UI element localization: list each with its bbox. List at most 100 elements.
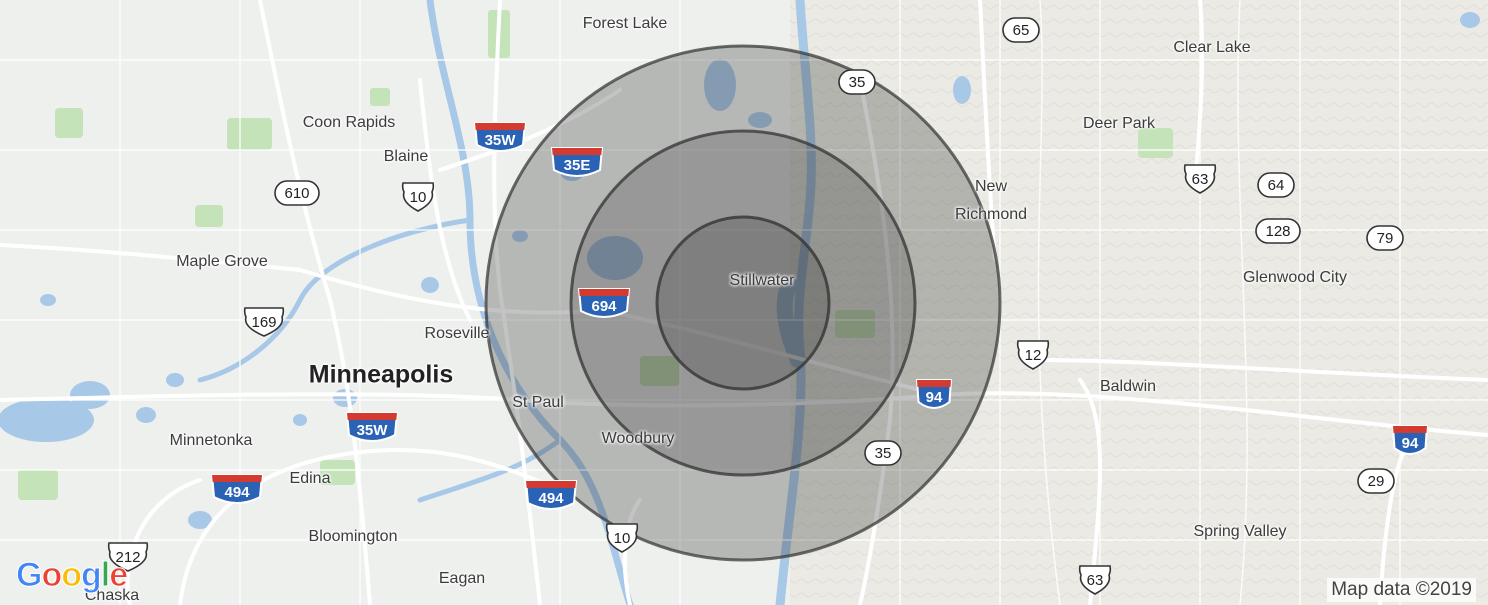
state-route-shield: 128 xyxy=(1254,217,1302,245)
us-route-shield-icon: 63 xyxy=(1183,164,1217,194)
place-label: Blaine xyxy=(384,148,428,166)
place-edina: Edina xyxy=(289,470,331,487)
shield-label: 10 xyxy=(614,530,631,547)
water-bodies xyxy=(0,12,1480,529)
google-logo-letter: G xyxy=(15,556,42,595)
state-route-shield-icon: 610 xyxy=(274,180,320,206)
us-route-shield-icon: 169 xyxy=(243,307,285,337)
place-label: Edina xyxy=(290,470,331,488)
shield-label: 35E xyxy=(564,157,591,174)
place-label: Minnetonka xyxy=(170,432,253,450)
place-label: St Paul xyxy=(512,394,564,412)
shield-label: 35W xyxy=(485,132,517,149)
shield-label: 94 xyxy=(926,389,943,406)
place-label: Stillwater xyxy=(730,272,795,290)
place-st-paul: St Paul xyxy=(512,394,564,411)
google-logo-letter: l xyxy=(100,556,111,595)
us-route-shield: 169 xyxy=(240,305,288,339)
interstate-shield: 494 xyxy=(523,479,579,513)
shield-label: 64 xyxy=(1268,177,1285,194)
place-coon-rapids: Coon Rapids xyxy=(302,114,396,131)
interstate-shield: 35W xyxy=(472,121,528,155)
interstate-shield-icon: 694 xyxy=(577,288,631,318)
shield-label: 35 xyxy=(875,445,892,462)
place-chaska: Chaska xyxy=(84,587,140,604)
interstate-shield: 94 xyxy=(1390,424,1430,458)
place-label: Glenwood City xyxy=(1243,269,1347,287)
place-label: Spring Valley xyxy=(1193,523,1286,541)
place-richmond: Richmond xyxy=(954,206,1028,223)
state-route-shield-icon: 65 xyxy=(1002,17,1040,43)
shield-label: 94 xyxy=(1402,435,1419,452)
ring-outer xyxy=(484,44,1002,562)
shield-label: 79 xyxy=(1377,230,1394,247)
place-deer-park: Deer Park xyxy=(1082,115,1156,132)
state-route-shield-icon: 64 xyxy=(1257,172,1295,198)
place-new: New xyxy=(974,178,1008,195)
us-route-shield-icon: 63 xyxy=(1078,565,1112,595)
state-route-shield: 35 xyxy=(863,439,903,467)
shield-label: 212 xyxy=(115,549,140,566)
interstate-shield-icon: 494 xyxy=(210,474,264,504)
shield-label: 65 xyxy=(1013,22,1030,39)
place-label: Eagan xyxy=(439,570,485,588)
place-label: Chaska xyxy=(85,587,139,605)
google-logo-letter: g xyxy=(81,556,103,595)
interstate-shield-icon: 35W xyxy=(473,122,527,152)
place-clear-lake: Clear Lake xyxy=(1173,39,1251,56)
state-route-shield: 64 xyxy=(1256,171,1296,199)
interstate-shield-icon: 94 xyxy=(915,379,953,409)
state-route-shield: 610 xyxy=(273,179,321,207)
interstate-shield-icon: 94 xyxy=(1391,425,1429,455)
interstate-shield: 694 xyxy=(576,287,632,321)
shield-label: 29 xyxy=(1368,473,1385,490)
ring-middle xyxy=(569,129,917,477)
us-route-shield: 10 xyxy=(398,180,438,214)
place-spring-valley: Spring Valley xyxy=(1193,523,1287,540)
shield-label: 169 xyxy=(251,314,276,331)
shield-label: 35 xyxy=(849,74,866,91)
shield-label: 35W xyxy=(357,422,389,439)
place-label: Woodbury xyxy=(602,430,675,448)
place-baldwin: Baldwin xyxy=(1099,378,1157,395)
google-logo-letter: e xyxy=(109,556,129,595)
state-route-shield: 35 xyxy=(837,68,877,96)
interstate-shield: 494 xyxy=(209,473,265,507)
google-logo[interactable]: Google xyxy=(15,556,129,595)
place-label: Coon Rapids xyxy=(303,114,396,132)
place-bloomington: Bloomington xyxy=(308,528,398,545)
interstate-shield: 35W xyxy=(344,411,400,445)
place-label: Forest Lake xyxy=(583,15,667,33)
us-route-shield-icon: 10 xyxy=(605,523,639,553)
shield-label: 63 xyxy=(1192,171,1209,188)
state-route-shield-icon: 35 xyxy=(838,69,876,95)
us-route-shield: 212 xyxy=(104,540,152,574)
place-forest-lake: Forest Lake xyxy=(582,15,668,32)
place-label: Clear Lake xyxy=(1173,39,1250,57)
place-label: Baldwin xyxy=(1100,378,1156,396)
state-route-shield-icon: 79 xyxy=(1366,225,1404,251)
google-logo-letter: o xyxy=(61,556,83,595)
state-route-shield: 65 xyxy=(1001,16,1041,44)
place-woodbury: Woodbury xyxy=(601,430,675,447)
state-route-shield: 79 xyxy=(1365,224,1405,252)
state-route-shield-icon: 29 xyxy=(1357,468,1395,494)
place-label: Bloomington xyxy=(309,528,398,546)
ring-inner xyxy=(655,215,831,391)
us-route-shield: 63 xyxy=(1075,563,1115,597)
place-label: Roseville xyxy=(425,325,490,343)
place-eagan: Eagan xyxy=(438,570,486,587)
us-route-shield: 12 xyxy=(1013,338,1053,372)
interstate-shield-icon: 494 xyxy=(524,480,578,510)
place-blaine: Blaine xyxy=(383,148,429,165)
place-roseville: Roseville xyxy=(424,325,490,342)
shield-label: 694 xyxy=(591,298,617,315)
map-attribution[interactable]: Map data ©2019 xyxy=(1327,578,1476,602)
us-route-shield-icon: 10 xyxy=(401,182,435,212)
place-minnetonka: Minnetonka xyxy=(169,432,253,449)
shield-label: 63 xyxy=(1087,572,1104,589)
interstate-shield-icon: 35E xyxy=(550,147,604,177)
interstate-shield: 94 xyxy=(914,378,954,412)
shield-label: 12 xyxy=(1025,347,1042,364)
